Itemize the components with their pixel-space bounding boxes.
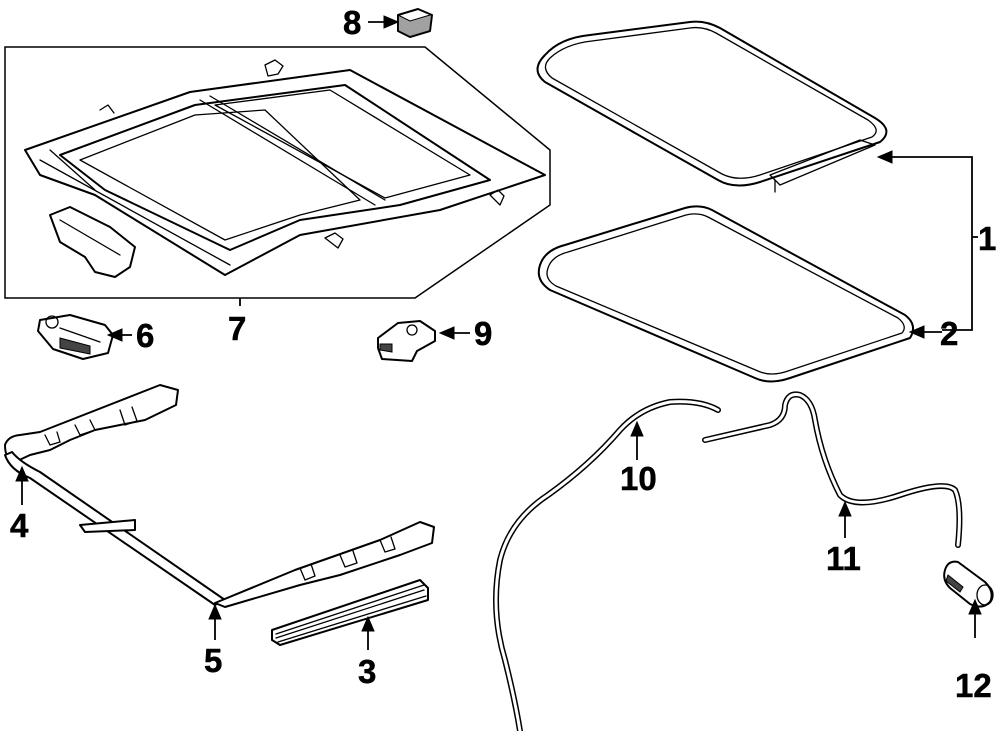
callout-12: 12 [955, 667, 992, 704]
sunroof-frame-assembly[interactable] [4, 46, 551, 299]
callout-11: 11 [826, 540, 861, 577]
callout-10: 10 [620, 460, 657, 497]
callout-9: 9 [474, 315, 492, 352]
callout-7: 7 [228, 310, 246, 347]
right-guide-rail[interactable] [79, 519, 435, 608]
front-drain-hose[interactable] [493, 398, 721, 731]
assembly-callout-box [4, 46, 551, 299]
sunroof-motor[interactable] [37, 314, 114, 360]
clip[interactable] [397, 8, 433, 38]
callout-4: 4 [10, 507, 29, 544]
callout-6: 6 [136, 317, 154, 354]
left-guide-rail[interactable] [4, 384, 226, 606]
glass-weatherstrip-seal[interactable] [537, 205, 915, 383]
drain-valve[interactable] [943, 560, 994, 608]
sunroof-glass-panel[interactable] [536, 20, 888, 193]
deflector-strip[interactable] [271, 579, 429, 646]
callout-3: 3 [358, 653, 376, 690]
rear-drain-hose[interactable] [702, 391, 963, 548]
callout-1: 1 [978, 220, 996, 257]
callout-2: 2 [940, 315, 958, 352]
callout-5: 5 [204, 642, 222, 679]
callout-8: 8 [343, 4, 361, 41]
control-module[interactable] [377, 320, 436, 362]
